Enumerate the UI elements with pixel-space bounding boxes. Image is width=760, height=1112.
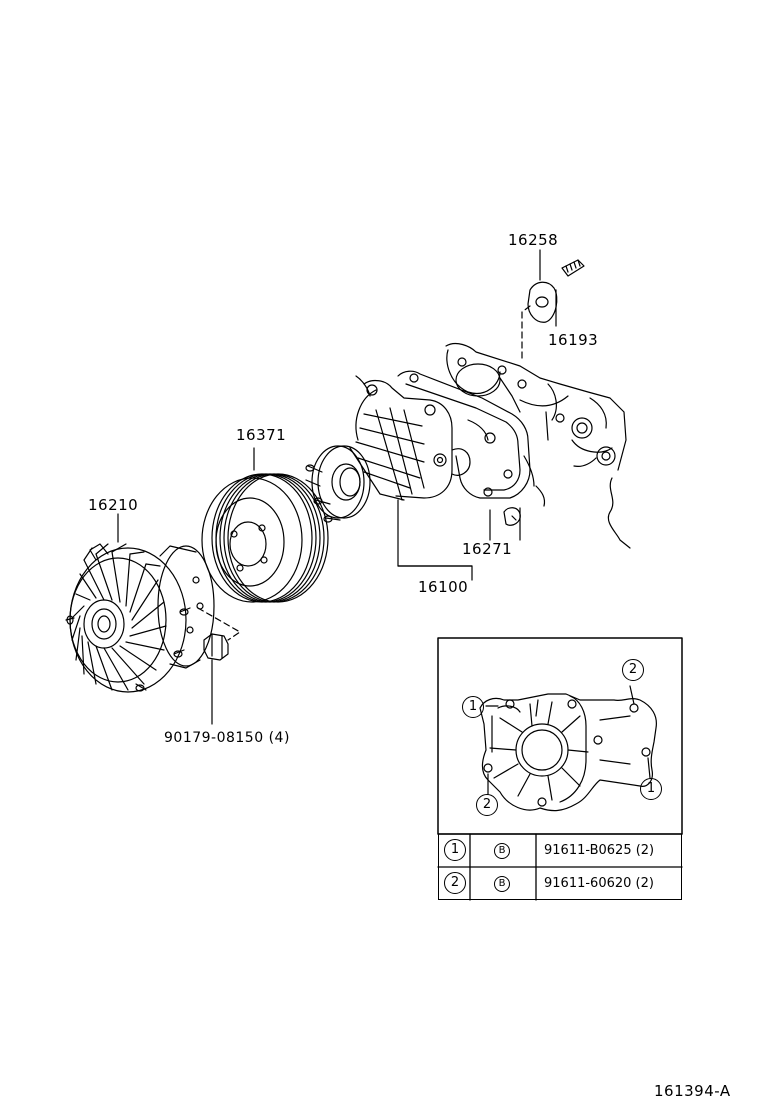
figure-id: 161394-A bbox=[654, 1082, 731, 1100]
pulley-16371-drawing bbox=[201, 473, 329, 603]
part-label-16371: 16371 bbox=[236, 426, 287, 444]
table-row2-type: B bbox=[494, 876, 510, 892]
part-label-16210: 16210 bbox=[88, 496, 139, 514]
detail-inset bbox=[437, 637, 683, 835]
part-label-bolt: 90179-08150 (4) bbox=[164, 730, 290, 746]
gasket-16258-drawing bbox=[527, 281, 558, 323]
table-row2-part: 91611-60620 (2) bbox=[544, 876, 654, 891]
detail-marker-2-top: 2 bbox=[622, 659, 644, 681]
gasket-16271-drawing bbox=[397, 370, 531, 526]
legend-table-grid bbox=[437, 833, 683, 901]
leader-lines bbox=[117, 249, 557, 725]
fan-clutch-16210-drawing bbox=[65, 543, 215, 693]
detail-marker-1-right: 1 bbox=[640, 778, 662, 800]
engine-block-drawing bbox=[445, 342, 631, 549]
fastener-table bbox=[438, 834, 682, 900]
table-row2-ref: 2 bbox=[444, 872, 466, 894]
table-row1-part: 91611-B0625 (2) bbox=[544, 843, 655, 858]
table-row1-type: B bbox=[494, 843, 510, 859]
bolt-90179-drawing bbox=[203, 633, 229, 661]
part-label-16258: 16258 bbox=[508, 231, 559, 249]
table-row1-ref: 1 bbox=[444, 839, 466, 861]
part-label-16271: 16271 bbox=[462, 540, 513, 558]
stud-16193-drawing bbox=[561, 259, 585, 277]
water-pump-16100-drawing bbox=[305, 375, 471, 523]
detail-marker-2-bottom: 2 bbox=[476, 794, 498, 816]
dashed-lines bbox=[197, 305, 531, 641]
part-label-16193: 16193 bbox=[548, 331, 599, 349]
detail-marker-1-left: 1 bbox=[462, 696, 484, 718]
part-label-16100: 16100 bbox=[418, 578, 469, 596]
